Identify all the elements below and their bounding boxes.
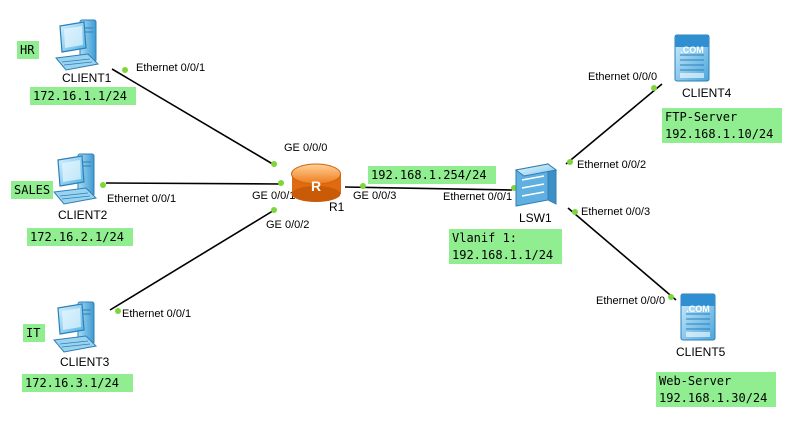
port-label-lsw1-eth1: Ethernet 0/0/1	[443, 191, 512, 203]
device-name-r1: R1	[329, 200, 345, 214]
com-badge: .COM	[680, 45, 704, 55]
web-server-box: Web-Server 192.168.1.30/24	[656, 372, 776, 407]
client4-device[interactable]: .COM CLIENT4	[674, 34, 732, 100]
vlanif-ip: 192.168.1.1/24	[452, 248, 553, 262]
pc-icon	[55, 19, 99, 71]
client2-ip-box: 172.16.2.1/24	[27, 228, 133, 246]
router-badge: R	[311, 178, 321, 194]
web-server-label: Web-Server	[659, 374, 731, 388]
port-dot	[122, 67, 128, 73]
link-client1-r1	[111, 68, 277, 167]
port-label-client4: Ethernet 0/0/0	[588, 71, 657, 83]
port-dot	[572, 209, 578, 215]
pc-icon	[53, 153, 97, 205]
link-lsw1-client5	[567, 207, 677, 301]
device-name-client5: CLIENT5	[676, 345, 726, 359]
sales-label: SALES	[14, 183, 50, 197]
port-label-client1: Ethernet 0/0/1	[136, 62, 205, 74]
ftp-server-label: FTP-Server	[665, 110, 737, 124]
port-dots	[100, 67, 674, 314]
server-icon	[674, 34, 710, 82]
client3-ip: 172.16.3.1/24	[25, 376, 119, 390]
router-icon: R	[291, 163, 341, 202]
link-r1-lsw1	[344, 186, 513, 191]
switch-icon	[514, 163, 558, 207]
device-name-client3: CLIENT3	[60, 355, 110, 369]
ftp-server-box: FTP-Server 192.168.1.10/24	[662, 108, 782, 143]
client5-device[interactable]: .COM CLIENT5	[676, 293, 726, 359]
port-label-client3: Ethernet 0/0/1	[122, 308, 191, 320]
pc-icon	[53, 301, 97, 353]
vlanif-box: Vlanif 1: 192.168.1.1/24	[449, 229, 562, 264]
port-dot	[360, 183, 366, 189]
port-label-r1-ge2: GE 0/0/2	[266, 219, 309, 231]
link-client2-r1	[105, 182, 281, 185]
sales-label-box: SALES	[11, 181, 53, 199]
port-dot	[567, 159, 573, 165]
server-icon	[680, 293, 716, 341]
port-dot	[668, 294, 674, 300]
hr-label: HR	[20, 43, 35, 57]
client3-ip-box: 172.16.3.1/24	[22, 374, 133, 392]
port-label-r1-ge0: GE 0/0/0	[284, 142, 327, 154]
it-label: IT	[26, 326, 40, 340]
link-lsw1-client4	[565, 83, 663, 165]
device-name-client4: CLIENT4	[682, 86, 732, 100]
port-dot	[651, 85, 657, 91]
port-labels: Ethernet 0/0/1 Ethernet 0/0/1 Ethernet 0…	[107, 62, 665, 320]
client2-ip: 172.16.2.1/24	[30, 230, 124, 244]
r1-link-ip: 192.168.1.254/24	[371, 168, 487, 182]
port-dot	[115, 308, 121, 314]
link-client3-r1	[109, 208, 277, 311]
r1-link-ip-box: 192.168.1.254/24	[368, 166, 496, 184]
web-server-ip: 192.168.1.30/24	[659, 391, 767, 405]
device-name-client2: CLIENT2	[58, 208, 108, 222]
port-label-client2: Ethernet 0/0/1	[107, 193, 176, 205]
port-label-r1-ge1: GE 0/0/1	[252, 190, 295, 202]
r1-device[interactable]: R R1	[291, 163, 345, 214]
client1-device[interactable]: CLIENT1	[55, 19, 112, 85]
port-label-lsw1-eth2: Ethernet 0/0/2	[577, 159, 646, 171]
links	[105, 68, 677, 311]
port-dot	[271, 161, 277, 167]
port-dot	[271, 207, 277, 213]
client3-device[interactable]: CLIENT3	[53, 301, 110, 369]
client1-ip-box: 172.16.1.1/24	[30, 87, 136, 105]
device-name-lsw1: LSW1	[519, 211, 552, 225]
port-dot	[278, 180, 284, 186]
port-label-client5: Ethernet 0/0/0	[596, 295, 665, 307]
device-name-client1: CLIENT1	[62, 71, 112, 85]
hr-label-box: HR	[17, 41, 39, 59]
port-dot	[100, 182, 106, 188]
client1-ip: 172.16.1.1/24	[33, 89, 127, 103]
it-label-box: IT	[23, 324, 45, 342]
com-badge: .COM	[686, 304, 710, 314]
lsw1-device[interactable]: LSW1	[514, 163, 558, 225]
port-label-lsw1-eth3: Ethernet 0/0/3	[581, 206, 650, 218]
port-label-r1-ge3: GE 0/0/3	[353, 190, 396, 202]
vlanif-label: Vlanif 1:	[452, 231, 517, 245]
ftp-server-ip: 192.168.1.10/24	[665, 127, 773, 141]
client2-device[interactable]: CLIENT2	[53, 153, 108, 222]
